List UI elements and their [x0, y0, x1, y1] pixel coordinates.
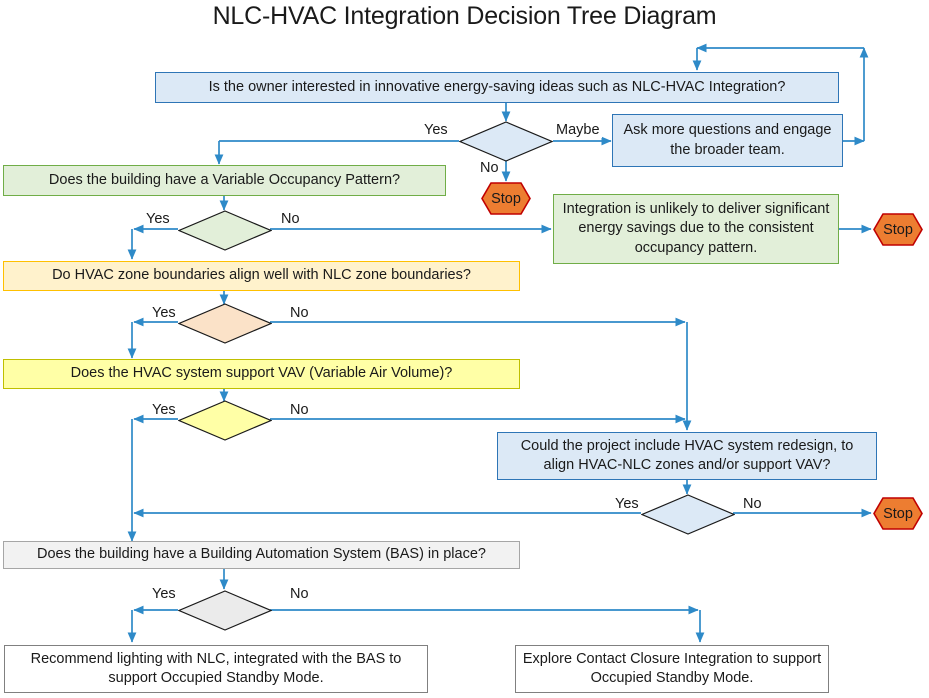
node-vav-question-label: Does the HVAC system support VAV (Variab…	[70, 365, 453, 382]
node-occupancy-question-label: Does the building have a Variable Occupa…	[48, 171, 401, 188]
node-owner-question[interactable]: Is the owner interested in innovative en…	[155, 72, 839, 103]
stop-hexagon-icon	[481, 182, 531, 215]
edge-label-vav-no: No	[288, 402, 311, 418]
edge-label-zones-yes: Yes	[150, 305, 178, 321]
node-redesign-question-label: Could the project include HVAC system re…	[520, 437, 854, 473]
node-explore-contact-closure[interactable]: Explore Contact Closure Integration to s…	[515, 645, 829, 693]
edge-label-owner-maybe: Maybe	[554, 122, 602, 138]
node-owner-question-label: Is the owner interested in innovative en…	[208, 78, 786, 95]
edge-label-redesign-no: No	[741, 496, 764, 512]
edge-label-bas-yes: Yes	[150, 586, 178, 602]
node-recommend-nlc-bas[interactable]: Recommend lighting with NLC, integrated …	[4, 645, 428, 693]
stop-hexagon-icon	[873, 213, 923, 246]
node-recommend-nlc-bas-label: Recommend lighting with NLC, integrated …	[30, 650, 402, 686]
edge-label-occupancy-yes: Yes	[144, 211, 172, 227]
node-ask-more-questions-label: Ask more questions and engage the broade…	[623, 122, 832, 158]
decision-zone-boundaries[interactable]	[178, 303, 272, 344]
node-unlikely-savings[interactable]: Integration is unlikely to deliver signi…	[553, 194, 839, 264]
node-ask-more-questions[interactable]: Ask more questions and engage the broade…	[612, 114, 843, 167]
stop-node-occupancy[interactable]: Stop	[873, 213, 923, 246]
node-zone-boundaries-question-label: Do HVAC zone boundaries align well with …	[52, 267, 471, 284]
decision-variable-occupancy[interactable]	[178, 210, 272, 251]
node-vav-question[interactable]: Does the HVAC system support VAV (Variab…	[3, 359, 520, 389]
decision-owner-interest[interactable]	[459, 121, 553, 162]
stop-node-redesign[interactable]: Stop	[873, 497, 923, 530]
node-redesign-question[interactable]: Could the project include HVAC system re…	[497, 432, 877, 480]
stop-node-owner[interactable]: Stop	[481, 182, 531, 215]
node-bas-question[interactable]: Does the building have a Building Automa…	[3, 541, 520, 569]
edge-label-owner-no: No	[478, 160, 501, 176]
edge-label-vav-yes: Yes	[150, 402, 178, 418]
edge-label-occupancy-no: No	[279, 211, 302, 227]
stop-node-occupancy-label: Stop	[883, 221, 913, 238]
decision-bas-in-place[interactable]	[178, 590, 272, 631]
edge-label-owner-yes: Yes	[422, 122, 450, 138]
edge-label-bas-no: No	[288, 586, 311, 602]
edge-label-zones-no: No	[288, 305, 311, 321]
decision-project-redesign[interactable]	[641, 494, 735, 535]
stop-hexagon-icon	[873, 497, 923, 530]
node-explore-contact-closure-label: Explore Contact Closure Integration to s…	[522, 650, 822, 686]
decision-vav-support[interactable]	[178, 400, 272, 441]
node-zone-boundaries-question[interactable]: Do HVAC zone boundaries align well with …	[3, 261, 520, 291]
page-title: NLC-HVAC Integration Decision Tree Diagr…	[212, 2, 717, 30]
node-bas-question-label: Does the building have a Building Automa…	[37, 546, 486, 563]
node-unlikely-savings-label: Integration is unlikely to deliver signi…	[562, 201, 830, 256]
stop-node-redesign-label: Stop	[883, 505, 913, 522]
stop-node-owner-label: Stop	[491, 190, 521, 207]
edge-label-redesign-yes: Yes	[613, 496, 641, 512]
node-occupancy-question[interactable]: Does the building have a Variable Occupa…	[3, 165, 446, 196]
